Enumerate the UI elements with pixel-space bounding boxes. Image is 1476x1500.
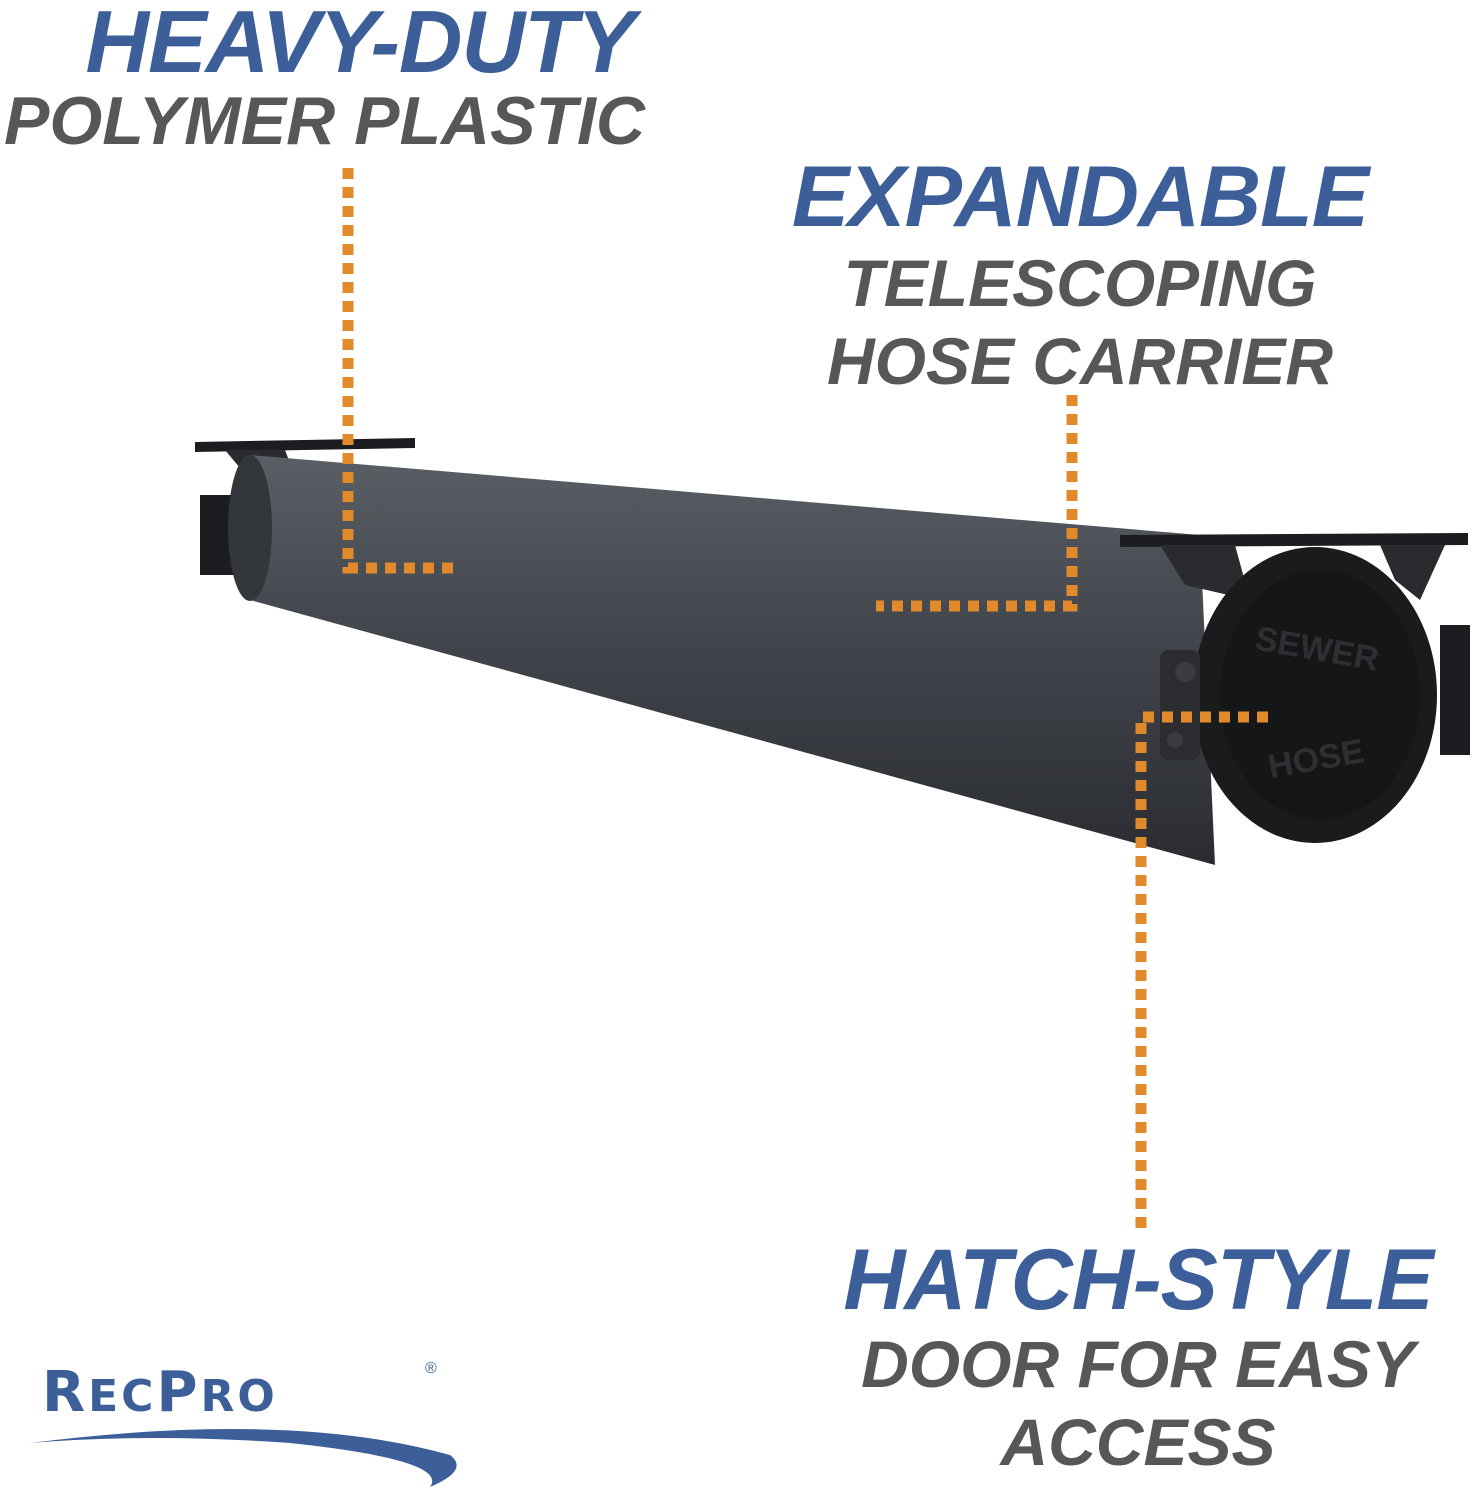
callout-expandable: EXPANDABLE TELESCOPING HOSE CARRIER [740,150,1420,400]
leader-heavy-duty [342,168,460,574]
brand-letter-p: P [156,1360,201,1425]
brand-swoosh-icon [30,1429,457,1487]
callout-expandable-line-2: HOSE CARRIER [826,324,1334,398]
callout-hatch-style-headline: HATCH-STYLE [843,1232,1433,1328]
callout-expandable-line-1: TELESCOPING [843,246,1317,320]
callout-hatch-style-line-1: DOOR FOR EASY [861,1327,1415,1401]
brand-letters-ro: RO [200,1371,278,1422]
callout-hatch-style-line-2: ACCESS [1000,1405,1276,1479]
callout-heavy-duty-line-1: POLYMER PLASTIC [4,83,645,159]
callout-heavy-duty: HEAVY-DUTY POLYMER PLASTIC [0,0,720,158]
brand-letters-ec: EC [88,1371,157,1422]
tube-left-end [228,455,272,601]
brand-logo: RECPRO ® [30,1360,470,1490]
brand-letter-r: R [42,1360,89,1425]
callout-expandable-headline: EXPANDABLE [791,149,1369,245]
tube-body [237,455,1215,865]
right-mount-bracket [1120,533,1470,755]
leader-lines [342,168,1268,1230]
leader-hatch-style [1135,711,1268,1230]
hatch-door-cap: SEWER HOSE [1160,547,1437,843]
registered-mark: ® [425,1360,437,1377]
brand-name: RECPRO [42,1360,278,1425]
callout-hatch-style: HATCH-STYLE DOOR FOR EASY ACCESS [800,1235,1476,1481]
leader-expandable [876,395,1078,612]
callout-heavy-duty-headline: HEAVY-DUTY [85,0,636,91]
